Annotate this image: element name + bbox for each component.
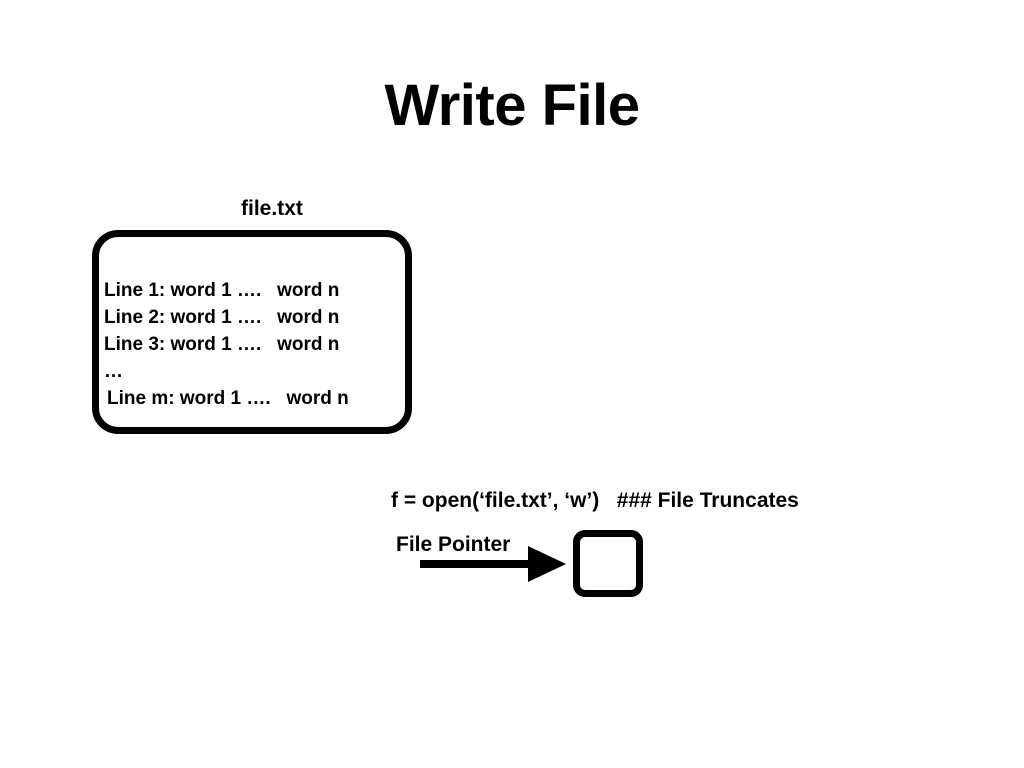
file-name-label: file.txt	[241, 197, 303, 220]
file-line: …	[104, 361, 123, 382]
file-line: Line 1: word 1 …. word n	[104, 280, 340, 301]
file-line: Line 3: word 1 …. word n	[104, 334, 340, 355]
file-line: Line m: word 1 …. word n	[107, 388, 349, 409]
open-code-statement: f = open(‘file.txt’, ‘w’) ### File Trunc…	[391, 489, 799, 512]
empty-file-box	[573, 530, 643, 597]
file-line: Line 2: word 1 …. word n	[104, 307, 340, 328]
file-box	[92, 230, 412, 434]
file-pointer-label: File Pointer	[396, 533, 511, 556]
slide-title: Write File	[384, 73, 640, 138]
right-arrow-icon	[420, 546, 566, 582]
